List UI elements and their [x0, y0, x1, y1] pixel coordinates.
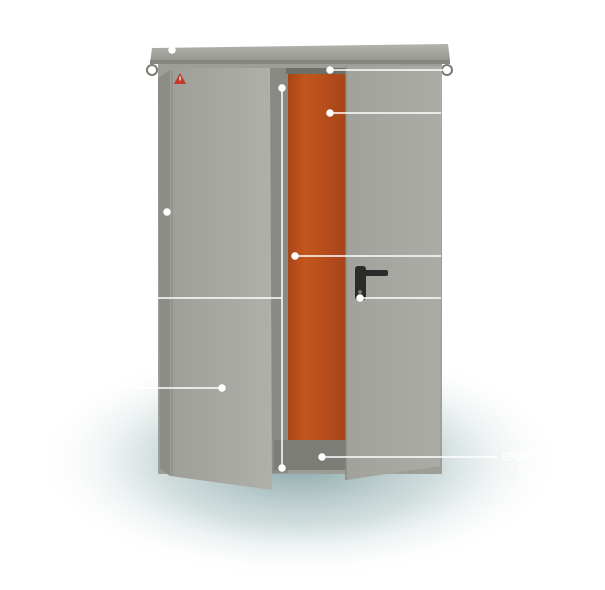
interior-bottom-gland-plate — [274, 440, 346, 470]
callout-label-right-line2: GL — [518, 465, 533, 476]
callout-label-right-line1: EPOXY — [502, 452, 538, 463]
cabinet-roof — [150, 44, 450, 64]
interior-left-wall — [270, 68, 288, 473]
callout-lines — [100, 46, 498, 472]
door-handle-icon — [355, 266, 388, 300]
roof-edge — [150, 60, 450, 64]
callout-label-left: OTER — [60, 396, 89, 407]
warning-triangle-icon — [174, 73, 186, 84]
left-door-edge — [158, 70, 170, 476]
interior-top-rail — [286, 68, 346, 74]
right-door — [346, 66, 442, 480]
left-door — [160, 68, 272, 490]
